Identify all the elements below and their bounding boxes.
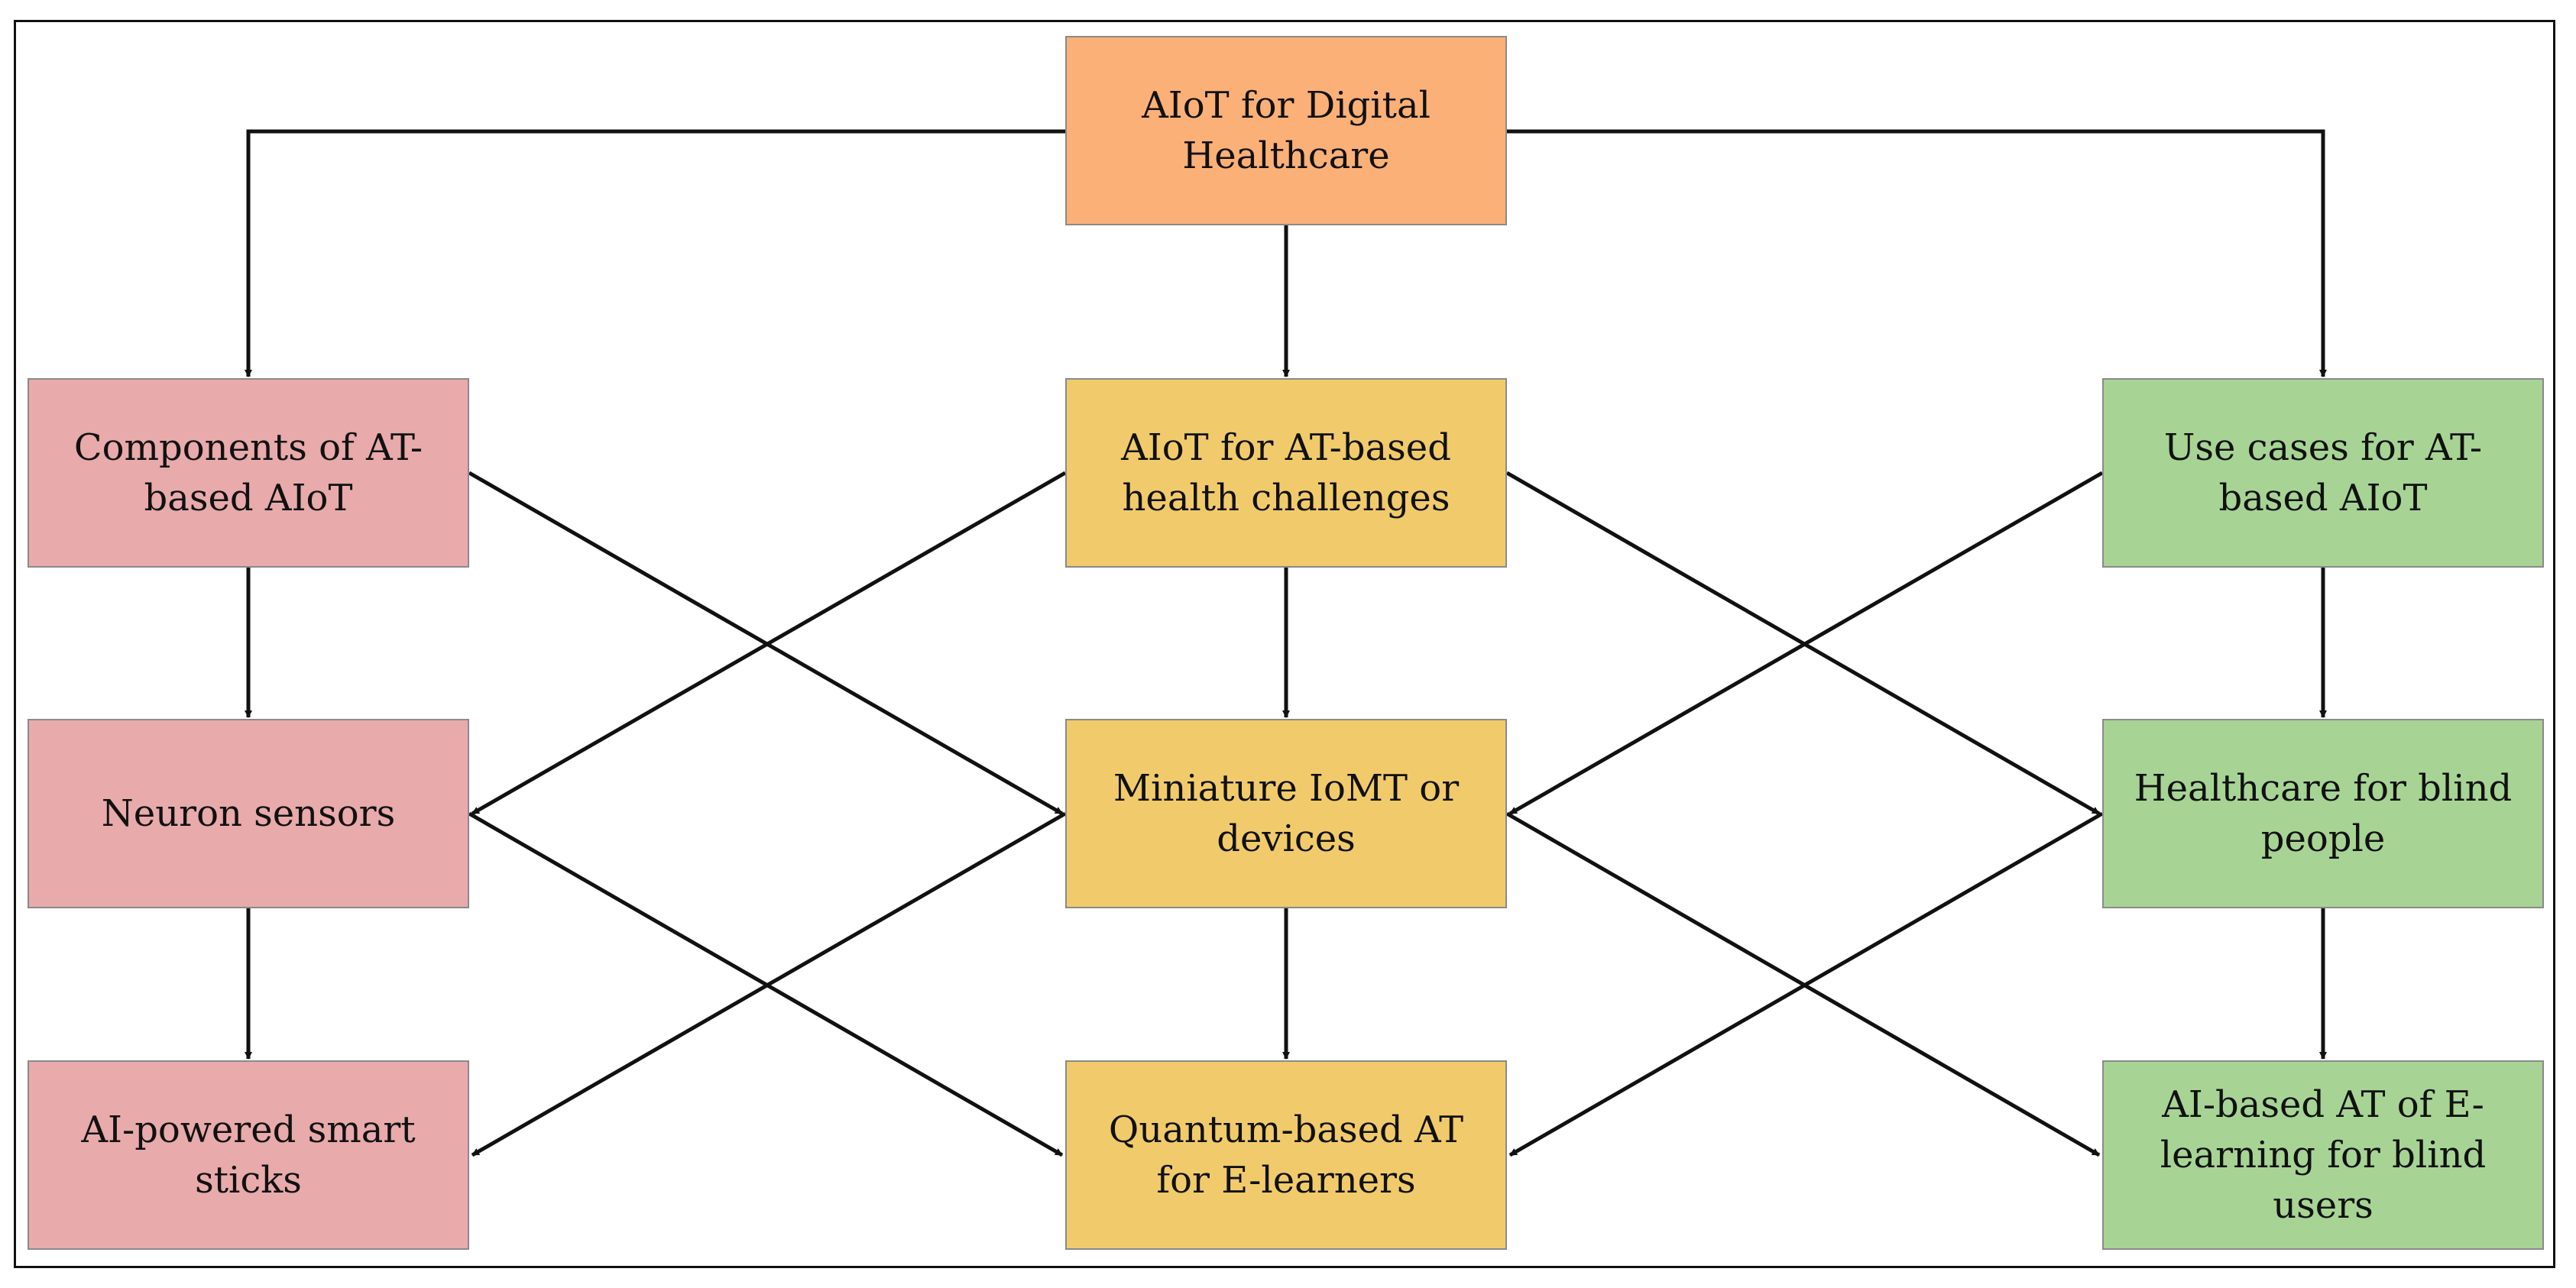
arrow-center-header-to-left-items-0 xyxy=(471,471,1067,816)
node-root-label: AIoT for Digital Healthcare xyxy=(1142,84,1431,177)
node-use-cases-header-label: Use cases for AT-based AIoT xyxy=(2163,426,2483,519)
diagram-frame xyxy=(14,20,2555,1268)
arrow-center-items-0-to-left-items-1 xyxy=(471,811,1067,1157)
node-components-header-label: Components of AT-based AIoT xyxy=(73,426,423,519)
edge-layer xyxy=(245,129,2327,1157)
node-blind-healthcare: Healthcare for blind people xyxy=(2102,719,2544,908)
node-health-challenges-header: AIoT for AT-based health challenges xyxy=(1065,378,1507,568)
node-elearning-at: AI-based AT of E-learning for blind user… xyxy=(2102,1060,2544,1250)
node-use-cases-header: Use cases for AT-based AIoT xyxy=(2102,378,2544,568)
node-root: AIoT for Digital Healthcare xyxy=(1065,36,1507,225)
node-smart-sticks: AI-powered smart sticks xyxy=(28,1060,469,1250)
node-components-header: Components of AT-based AIoT xyxy=(28,378,469,568)
arrow-right-items-0-to-center-items-1 xyxy=(1508,811,2104,1157)
arrow-right-header-to-center-items-0 xyxy=(1508,471,2104,816)
node-miniature-iomt: Miniature IoMT or devices xyxy=(1065,719,1507,908)
arrow-root-to-right-header xyxy=(1507,129,2327,377)
node-miniature-iomt-label: Miniature IoMT or devices xyxy=(1113,767,1460,860)
node-neuron-sensors-label: Neuron sensors xyxy=(101,792,396,835)
node-blind-healthcare-label: Healthcare for blind people xyxy=(2134,767,2513,860)
node-smart-sticks-label: AI-powered smart sticks xyxy=(81,1108,416,1202)
node-neuron-sensors: Neuron sensors xyxy=(28,719,469,908)
node-health-challenges-header-label: AIoT for AT-based health challenges xyxy=(1121,426,1451,519)
node-quantum-at: Quantum-based AT for E-learners xyxy=(1065,1060,1507,1250)
node-elearning-at-label: AI-based AT of E-learning for blind user… xyxy=(2160,1083,2487,1227)
node-quantum-at-label: Quantum-based AT for E-learners xyxy=(1108,1108,1464,1202)
arrow-root-to-left-header xyxy=(245,129,1065,377)
